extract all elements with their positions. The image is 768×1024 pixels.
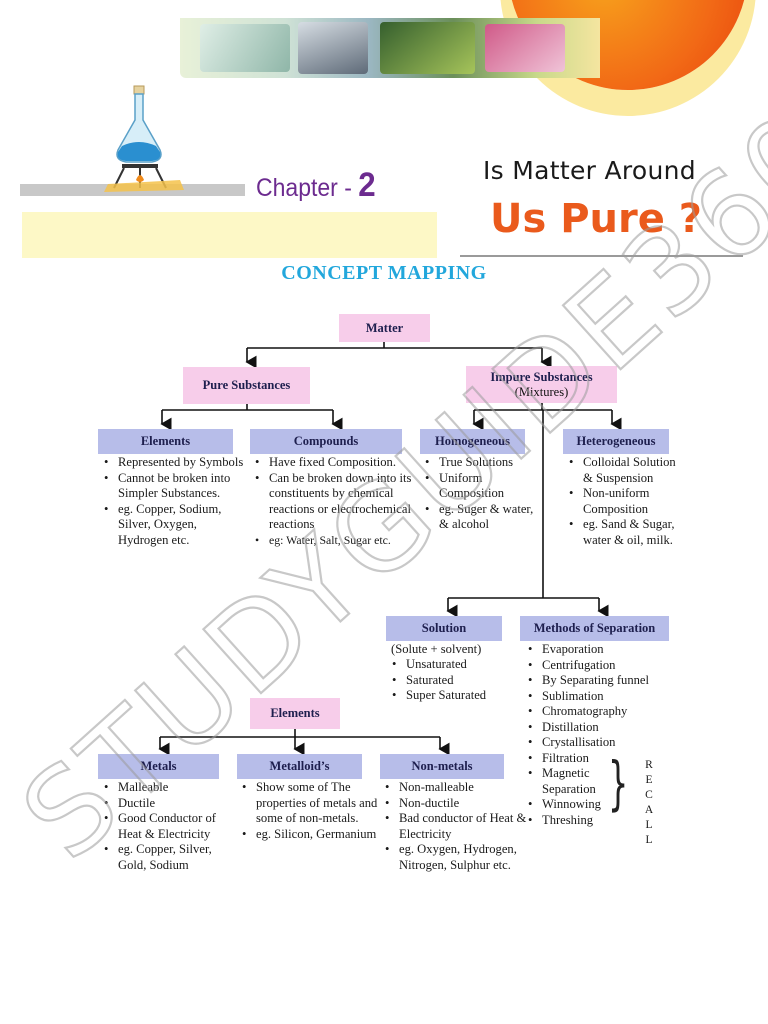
list-item: Ductile xyxy=(104,796,236,812)
list-item: Colloidal Solution & Suspension xyxy=(569,455,681,486)
list-item: Chromatography xyxy=(528,704,682,720)
list-item: Saturated xyxy=(392,673,526,689)
list-item: Crystallisation xyxy=(528,735,682,751)
list-item: Cannot be broken into Simpler Substances… xyxy=(104,471,248,502)
pure-substances-box: Pure Substances xyxy=(183,367,310,404)
list-item: Evaporation xyxy=(528,642,682,658)
title-underline xyxy=(460,255,743,257)
list-item: eg. Copper, Silver, Gold, Sodium xyxy=(104,842,236,873)
list-item: Malleable xyxy=(104,780,236,796)
list-item: eg. Suger & water, & alcohol xyxy=(425,502,541,533)
solution-box: Solution xyxy=(386,616,502,641)
list-item: eg. Silicon, Germanium xyxy=(242,827,380,843)
chapter-prefix: Chapter - xyxy=(256,174,352,202)
list-item: Good Conductor of Heat & Electricity xyxy=(104,811,236,842)
non-metals-list: Non-malleable Non-ductile Bad conductor … xyxy=(383,780,534,873)
mixtures-label: (Mixtures) xyxy=(514,384,569,399)
list-item: Distillation xyxy=(528,720,682,736)
elements-box: Elements xyxy=(98,429,233,454)
list-item: Centrifugation xyxy=(528,658,682,674)
matter-box: Matter xyxy=(339,314,430,342)
recall-letter: R xyxy=(645,759,653,771)
list-item: Sublimation xyxy=(528,689,682,705)
homogeneous-list: True Solutions Uniform Composition eg. S… xyxy=(423,455,541,533)
compounds-list: Have fixed Composition. Can be broken do… xyxy=(253,455,419,548)
list-item: Non-ductile xyxy=(385,796,534,812)
list-item: Bad conductor of Heat & Electricity xyxy=(385,811,534,842)
section-title: CONCEPT MAPPING xyxy=(281,262,487,284)
list-item: eg. Sand & Sugar, water & oil, milk. xyxy=(569,517,681,548)
list-item: Non-uniform Composition xyxy=(569,486,681,517)
methods-of-separation-box: Methods of Separation xyxy=(520,616,669,641)
list-item: By Separating funnel xyxy=(528,673,682,689)
list-item: Can be broken down into its constituents… xyxy=(255,471,419,533)
list-item: Represented by Symbols xyxy=(104,455,248,471)
metals-list: Malleable Ductile Good Conductor of Heat… xyxy=(102,780,236,873)
list-item: Non-malleable xyxy=(385,780,534,796)
chapter-title-line2: Us Pure ? xyxy=(490,196,702,242)
recall-letter: E xyxy=(645,774,653,786)
list-item: Filtration xyxy=(528,751,682,767)
chapter-band xyxy=(22,212,437,258)
list-item: eg. Copper, Sodium, Silver, Oxygen, Hydr… xyxy=(104,502,248,549)
elements-classification-box: Elements xyxy=(250,698,340,729)
list-item: Show some of The properties of metals an… xyxy=(242,780,380,827)
non-metals-box: Non-metals xyxy=(380,754,504,779)
plant-photo xyxy=(380,22,475,74)
metalloids-box: Metalloid’s xyxy=(237,754,362,779)
dna-photo xyxy=(200,24,290,72)
list-item: True Solutions xyxy=(425,455,541,471)
compounds-box: Compounds xyxy=(250,429,402,454)
recall-letter: C xyxy=(645,789,653,801)
flower-photo xyxy=(485,24,565,72)
chapter-number: 2 xyxy=(358,166,376,204)
header-photo-strip xyxy=(180,18,600,78)
heterogeneous-list: Colloidal Solution & Suspension Non-unif… xyxy=(567,455,681,548)
list-item: eg. Oxygen, Hydrogen, Nitrogen, Sulphur … xyxy=(385,842,534,873)
metals-box: Metals xyxy=(98,754,219,779)
flask-icon xyxy=(100,84,190,194)
recall-label: R E C A L L xyxy=(642,758,656,848)
metalloids-list: Show some of The properties of metals an… xyxy=(240,780,380,842)
list-item: Unsaturated xyxy=(392,657,526,673)
microscope-photo xyxy=(298,22,368,74)
methods-list: Evaporation Centrifugation By Separating… xyxy=(526,642,682,828)
recall-brace: } xyxy=(608,749,629,817)
list-item: eg: Water, Salt, Sugar etc. xyxy=(255,533,419,549)
impure-substances-box: Impure Substances (Mixtures) xyxy=(466,366,617,403)
chapter-title-line1: Is Matter Around xyxy=(483,156,696,185)
heterogeneous-box: Heterogeneous xyxy=(563,429,669,454)
list-item: Super Saturated xyxy=(392,688,526,704)
list-item: Uniform Composition xyxy=(425,471,541,502)
elements-list: Represented by Symbols Cannot be broken … xyxy=(102,455,248,548)
recall-letter: L xyxy=(645,834,653,846)
homogeneous-box: Homogeneous xyxy=(420,429,525,454)
solution-list: Unsaturated Saturated Super Saturated xyxy=(390,657,526,704)
list-item: Magnetic Separation xyxy=(528,766,617,797)
impure-substances-label: Impure Substances xyxy=(490,370,593,385)
chapter-label: Chapter - 2 xyxy=(256,166,376,205)
recall-letter: L xyxy=(645,819,653,831)
recall-letter: A xyxy=(644,804,654,816)
solution-note: (Solute + solvent) xyxy=(391,642,482,656)
list-item: Have fixed Composition. xyxy=(255,455,419,471)
